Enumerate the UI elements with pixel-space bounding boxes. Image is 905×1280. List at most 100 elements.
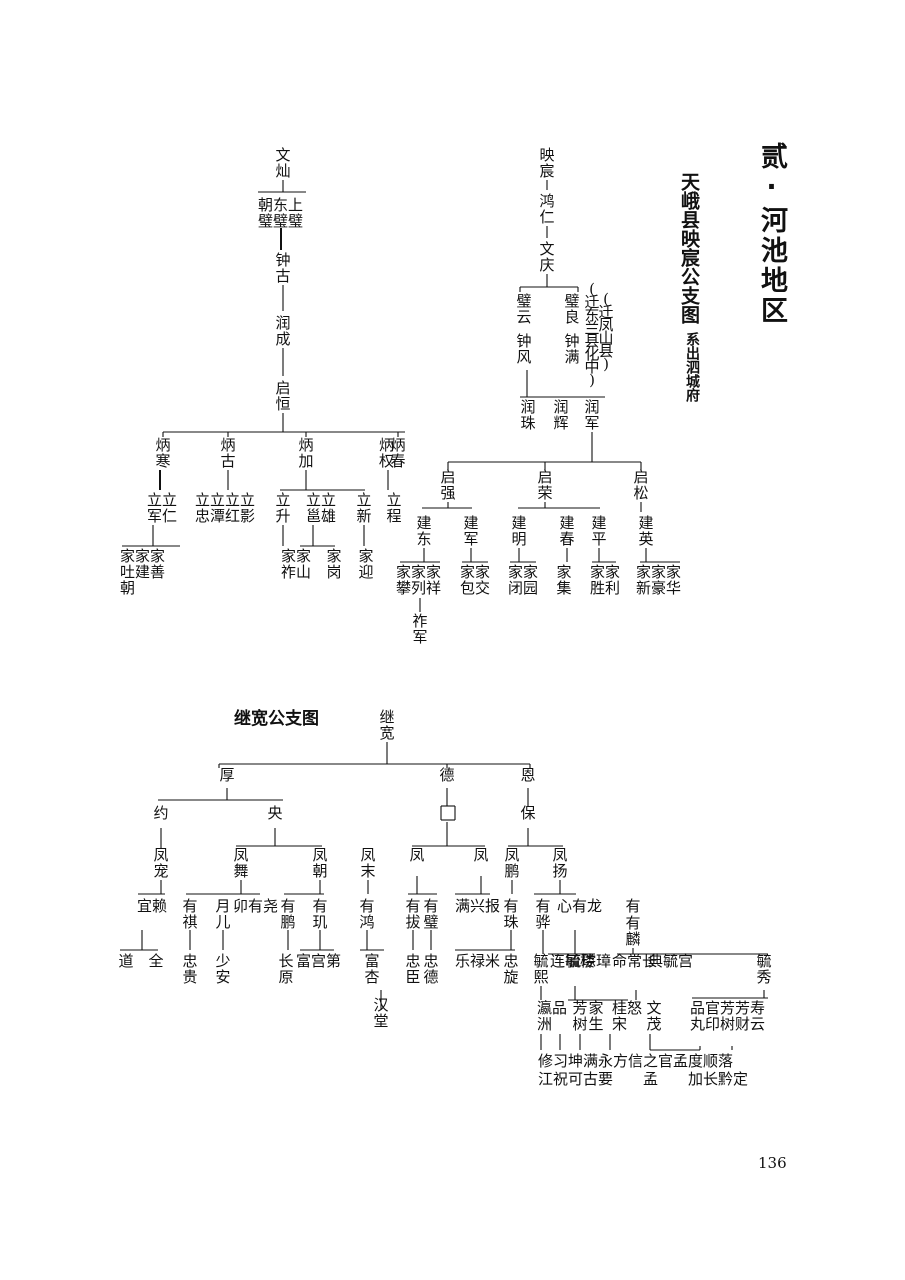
person-binghan: 炳寒	[155, 436, 170, 470]
person-jikuan: 继宽	[379, 708, 394, 742]
person-binggu: 炳古	[220, 436, 235, 470]
children-binggu: 立立立立忠潭红影	[195, 491, 255, 525]
person-jiaji: 家集	[556, 563, 571, 597]
person-biliang: 璧良	[564, 292, 579, 326]
person-zhongman: 钟满	[564, 332, 579, 366]
person-zhongchen: 忠臣	[405, 952, 420, 986]
person-jiandong: 建东	[416, 514, 431, 548]
person-fengpeng: 凤鹏	[504, 846, 519, 880]
person-fengmo: 凤末	[360, 846, 375, 880]
person-manxingbao: 满兴报	[455, 897, 500, 915]
person-wenmao: 文茂	[646, 999, 661, 1033]
person-jianying: 建英	[638, 514, 653, 548]
person-fangshu: 芳树	[572, 999, 587, 1033]
children-yuxiu-b: 丸印树财云	[690, 1015, 765, 1033]
tree1-origin-note: 系出泗城府	[684, 332, 700, 402]
person-feng-1: 凤	[409, 846, 424, 864]
tree2-title: 继宽公支图	[234, 709, 319, 729]
person-youpeng: 有鹏	[280, 897, 295, 931]
migration-note: (迁东兰县化中)	[584, 280, 599, 389]
person-changyuan: 长原	[278, 952, 293, 986]
children-jiandong: 家家家攀列祥	[396, 563, 441, 597]
person-shaoan: 少安	[215, 952, 230, 986]
person-zhongde: 忠德	[423, 952, 438, 986]
person-jianping: 建平	[591, 514, 606, 548]
person-fenglong: 凤宠	[153, 846, 168, 880]
person-hongren: 鸿仁	[539, 192, 554, 226]
person-zhongfeng: 钟风	[516, 332, 531, 366]
person-feng-2: 凤	[473, 846, 488, 864]
children-jianjun: 家家包交	[460, 563, 490, 597]
person-runcheng: 润成	[275, 314, 290, 348]
person-zhongmei: 钟古	[275, 251, 290, 285]
person-yuxi: 毓熙	[533, 952, 548, 986]
person-bingjia: 炳加	[298, 436, 313, 470]
person-qirong: 启荣	[537, 468, 552, 502]
person-runhui: 润辉	[553, 398, 568, 432]
children-lijun: 家家家吐建善朝	[120, 547, 165, 597]
children-lisheng: 家家祚山	[281, 547, 311, 581]
children-jianming: 家家闭园	[508, 563, 538, 597]
person-yueer: 月儿	[215, 897, 230, 931]
descendants-row-1: 修习坤满永方信之官孟度顺落	[538, 1052, 733, 1070]
children-jianping: 家家胜利	[590, 563, 620, 597]
migration-note-2: (迁凤山县)	[598, 290, 613, 373]
children-bingjia: 立立邕雄	[306, 491, 336, 525]
person-runzhu: 润珠	[520, 398, 535, 432]
person-runjun: 润军	[584, 398, 599, 432]
person-youji: 有玑	[312, 897, 327, 931]
connector-lines	[120, 180, 768, 1051]
person-fengchao: 凤朝	[312, 846, 327, 880]
person-zhonggui: 忠贵	[182, 952, 197, 986]
children-jianying: 家家家新豪华	[636, 563, 681, 597]
region-title: 贰·河池地区	[756, 142, 787, 326]
person-youbi: 有璧	[423, 897, 438, 931]
children-fengyang-extra: 心有龙	[557, 897, 602, 915]
person-wenqing: 文庆	[539, 240, 554, 274]
person-dao: 道	[118, 952, 133, 970]
person-jiagang: 家岗	[326, 547, 341, 581]
children-youlong-a: 连毓楼	[550, 952, 595, 970]
children-mingchang: 桂怒宋	[612, 999, 642, 1033]
person-zhongxuan: 忠旋	[503, 952, 518, 986]
person-hou: 厚	[219, 766, 234, 784]
person-biyun: 璧云	[516, 292, 531, 326]
person-youba: 有拔	[405, 897, 420, 931]
person-lixin: 立新	[356, 491, 371, 525]
person-you: 有	[625, 897, 640, 915]
person-jianming: 建明	[511, 514, 526, 548]
person-youhua: 有骅	[535, 897, 550, 931]
person-youzhu: 有珠	[503, 897, 518, 931]
tree1-title: 天峨县映宸公支图	[678, 172, 700, 324]
person-hantang: 汉堂	[373, 996, 388, 1030]
children-youlin-b: 典毓宫	[648, 952, 693, 970]
person-youhong: 有鸿	[359, 897, 374, 931]
person-wencan: 文灿	[275, 146, 290, 180]
person-yang: 央	[267, 804, 282, 822]
person-fengyang: 凤扬	[552, 846, 567, 880]
person-qixin: 启恒	[275, 379, 290, 413]
person-yilai: 宜赖	[137, 897, 167, 915]
person-qisong: 启松	[633, 468, 648, 502]
person-licheng: 立程	[386, 491, 401, 525]
descendants-row-2: 江祝可古要 孟 加长黔定	[538, 1070, 748, 1088]
person-de: 德	[439, 766, 454, 784]
person-bao: 保	[520, 804, 535, 822]
children-yuxi: 瀛品洲	[537, 999, 567, 1033]
person-bingquan: 炳权	[379, 436, 394, 470]
person-youlin: 有麟	[625, 914, 640, 948]
person-zuojun: 祚军	[412, 612, 427, 646]
person-qiqiang: 启强	[440, 468, 455, 502]
person-yue: 约	[153, 804, 168, 822]
person-fengwu: 凤舞	[233, 846, 248, 880]
person-lisheng: 立升	[275, 491, 290, 525]
person-quan: 全	[148, 952, 163, 970]
person-fuqi: 富杏	[364, 952, 379, 986]
children-binghan: 立立军仁	[147, 491, 177, 525]
person-yingchen: 映宸	[539, 146, 554, 180]
person-en: 恩	[520, 766, 535, 784]
children-yuxiu-a: 品官芳芳寿	[690, 999, 765, 1017]
person-jiasheng: 家生	[588, 999, 603, 1033]
person-fuhuidi: 富宫第	[296, 952, 341, 970]
